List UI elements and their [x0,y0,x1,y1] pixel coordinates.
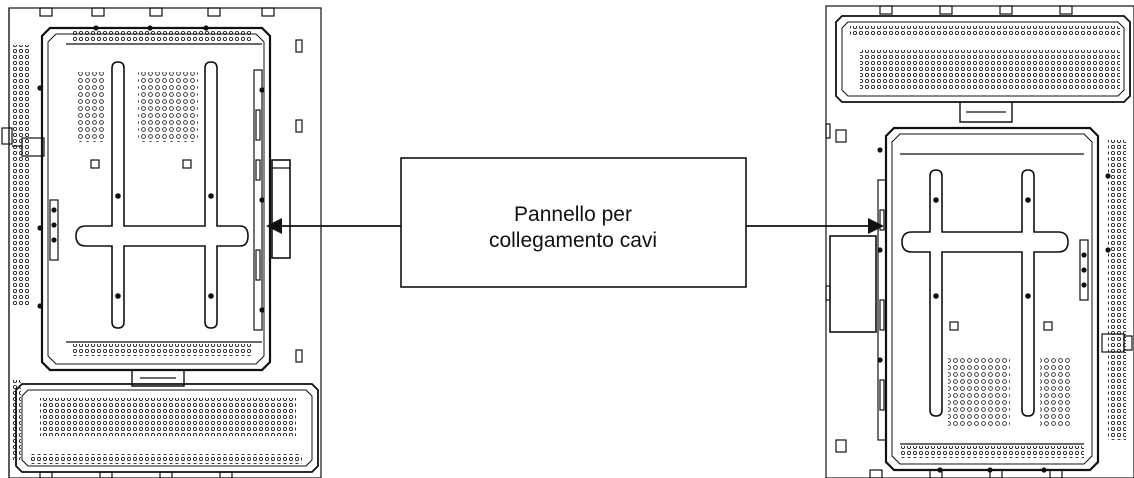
right-stand-base [835,15,1131,103]
left-monitor [1,7,322,478]
left-arrow-head [266,218,282,234]
right-mounting-bracket [901,169,1069,417]
right-monitor-frame [825,5,1134,478]
left-cable-panel [271,159,291,259]
callout: Pannello per collegamento cavi [266,157,884,288]
left-side-vents [13,45,31,305]
callout-line-2: collegamento cavi [489,229,657,252]
left-main-panel [40,26,272,372]
right-monitor [825,5,1134,478]
callout-line-1: Pannello per [514,203,632,226]
right-cable-panel [829,235,877,333]
left-mounting-bracket [75,61,249,329]
callout-box [400,157,747,288]
left-stand-base [15,383,319,473]
right-arrow-head [868,218,884,234]
right-side-vents [1108,140,1126,440]
left-top-tabs [39,7,275,17]
